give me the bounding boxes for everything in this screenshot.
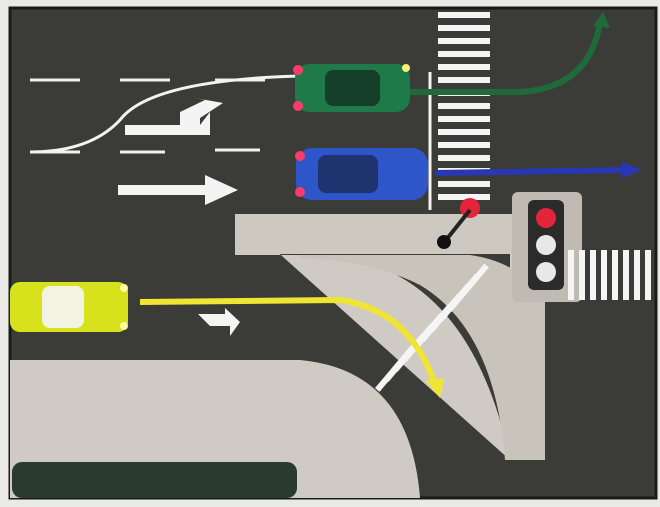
- crosswalk-stripe: [634, 250, 640, 300]
- blue-car-path: [435, 170, 625, 173]
- traffic-light: [528, 200, 564, 290]
- crosswalk-stripe: [623, 250, 629, 300]
- crosswalk-stripe: [438, 12, 490, 18]
- crosswalk-stripe: [438, 181, 490, 187]
- crosswalk-stripe: [438, 142, 490, 148]
- grass-strip: [12, 462, 297, 498]
- crosswalk-stripe: [438, 155, 490, 161]
- red-lamp: [536, 208, 556, 228]
- lamp-off: [536, 235, 556, 255]
- crosswalk-stripe: [645, 250, 651, 300]
- crosswalk-stripe: [438, 51, 490, 57]
- crosswalk-stripe: [590, 250, 596, 300]
- crosswalk-stripe: [438, 194, 490, 200]
- green-car: [293, 64, 410, 112]
- crosswalk-stripe: [438, 103, 490, 109]
- crosswalk-stripe: [438, 129, 490, 135]
- crosswalk-stripe: [579, 250, 585, 300]
- crosswalk-stripe: [438, 116, 490, 122]
- blue-car: [295, 148, 428, 200]
- crosswalk-stripe: [438, 64, 490, 70]
- lamp-off: [536, 262, 556, 282]
- crosswalk-stripe: [612, 250, 618, 300]
- crosswalk-stripe: [438, 25, 490, 31]
- crosswalk-stripe: [438, 38, 490, 44]
- crosswalk-stripe: [568, 250, 574, 300]
- crosswalk-stripe: [438, 77, 490, 83]
- sidewalk-top-edge: [235, 214, 535, 254]
- crosswalk-stripe: [601, 250, 607, 300]
- yellow-car: [10, 282, 128, 332]
